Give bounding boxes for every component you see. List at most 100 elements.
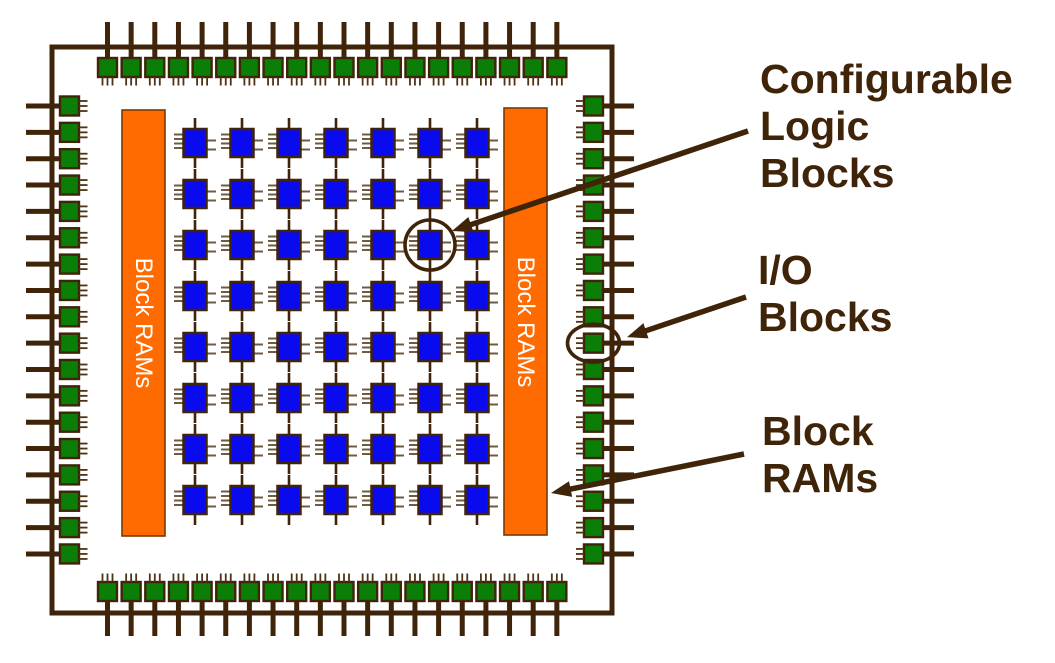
io-block-right — [582, 253, 605, 275]
clb-block — [417, 433, 443, 465]
io-block-right — [582, 385, 605, 407]
clb-block — [464, 484, 490, 516]
clb-block — [276, 229, 302, 261]
io-block-left — [58, 95, 81, 117]
clb-block — [370, 382, 396, 414]
clb-block — [276, 484, 302, 516]
clb-block — [229, 484, 255, 516]
io-block-left — [58, 332, 81, 354]
io-block-bottom — [238, 580, 261, 603]
io-block-right — [582, 437, 605, 460]
io-block-bottom — [167, 580, 190, 603]
clb-arrow-head — [452, 217, 474, 233]
io-block-bottom — [333, 580, 355, 603]
ram-arrow-line — [560, 451, 745, 494]
clb-block — [417, 178, 443, 210]
clb-block — [229, 280, 255, 312]
clb-block — [464, 382, 490, 414]
io-block-top — [404, 56, 426, 79]
clb-block — [182, 484, 208, 516]
clb-block — [229, 331, 255, 363]
clb-block — [370, 127, 396, 159]
io-block-bottom — [356, 580, 379, 603]
clb-arrow-line — [460, 128, 749, 231]
io-block-bottom — [404, 580, 426, 603]
io-block-bottom — [191, 580, 213, 603]
clb-block — [276, 280, 302, 312]
clb-block — [229, 127, 255, 159]
io-block-top — [356, 56, 379, 79]
clb-block — [464, 229, 490, 261]
ram-arrow-head — [551, 481, 573, 497]
clb-block — [417, 382, 443, 414]
clb-block — [182, 229, 208, 261]
io-block-top — [262, 56, 284, 79]
io-block-left — [58, 174, 81, 196]
block-ram-right — [503, 107, 548, 536]
clb-block — [276, 433, 302, 465]
clb-block — [370, 433, 396, 465]
clb-block — [182, 178, 208, 210]
clb-block — [323, 280, 349, 312]
io-arrow-line — [635, 294, 747, 337]
io-block-left — [58, 411, 81, 433]
io-block-left — [58, 543, 81, 565]
io-block-top — [238, 56, 261, 79]
io-highlight-ellipse — [565, 322, 622, 364]
io-block-right — [582, 490, 605, 512]
clb-block — [182, 382, 208, 414]
clb-block — [323, 127, 349, 159]
io-block-top — [451, 56, 473, 79]
clb-block — [370, 280, 396, 312]
io-annotation-label: I/O Blocks — [758, 247, 892, 341]
io-block-right — [582, 516, 605, 539]
io-block-right — [582, 95, 605, 117]
io-block-top — [120, 56, 142, 79]
io-block-right — [582, 411, 605, 433]
ram-annotation-label: Block RAMs — [762, 408, 878, 502]
clb-label-line3: Blocks — [760, 150, 895, 196]
io-block-right — [582, 227, 605, 249]
io-block-bottom — [286, 580, 308, 603]
io-block-left — [58, 437, 81, 460]
io-block-top — [215, 56, 237, 79]
io-block-left — [58, 227, 81, 249]
clb-block — [417, 127, 443, 159]
clb-block — [464, 127, 490, 159]
clb-block — [370, 484, 396, 516]
io-label-line2: Blocks — [758, 294, 893, 340]
ram-label-line2: RAMs — [762, 455, 879, 501]
clb-block — [229, 178, 255, 210]
clb-block — [464, 331, 490, 363]
clb-label-line1: Configurable — [760, 56, 1013, 102]
clb-block — [417, 331, 443, 363]
clb-block — [323, 331, 349, 363]
clb-block — [182, 280, 208, 312]
block-ram-left-label: Block RAMs — [130, 257, 157, 389]
io-block-right — [582, 147, 605, 170]
clb-block — [323, 484, 349, 516]
io-block-right — [582, 121, 605, 144]
io-block-top — [286, 56, 308, 79]
io-block-left — [58, 358, 81, 381]
io-block-bottom — [522, 580, 544, 603]
io-block-left — [58, 121, 81, 144]
io-block-top — [144, 56, 166, 79]
io-block-top — [380, 56, 402, 79]
clb-block — [323, 229, 349, 261]
clb-block — [464, 280, 490, 312]
io-block-left — [58, 490, 81, 512]
io-block-left — [58, 253, 81, 275]
io-block-bottom — [262, 580, 284, 603]
io-block-left — [58, 464, 81, 486]
io-block-top — [309, 56, 332, 79]
clb-block — [370, 229, 396, 261]
io-block-top — [96, 56, 119, 79]
clb-block — [182, 331, 208, 363]
io-label-line1: I/O — [758, 247, 813, 293]
io-block-top — [191, 56, 213, 79]
clb-block — [276, 331, 302, 363]
ram-label-line1: Block — [762, 408, 874, 454]
